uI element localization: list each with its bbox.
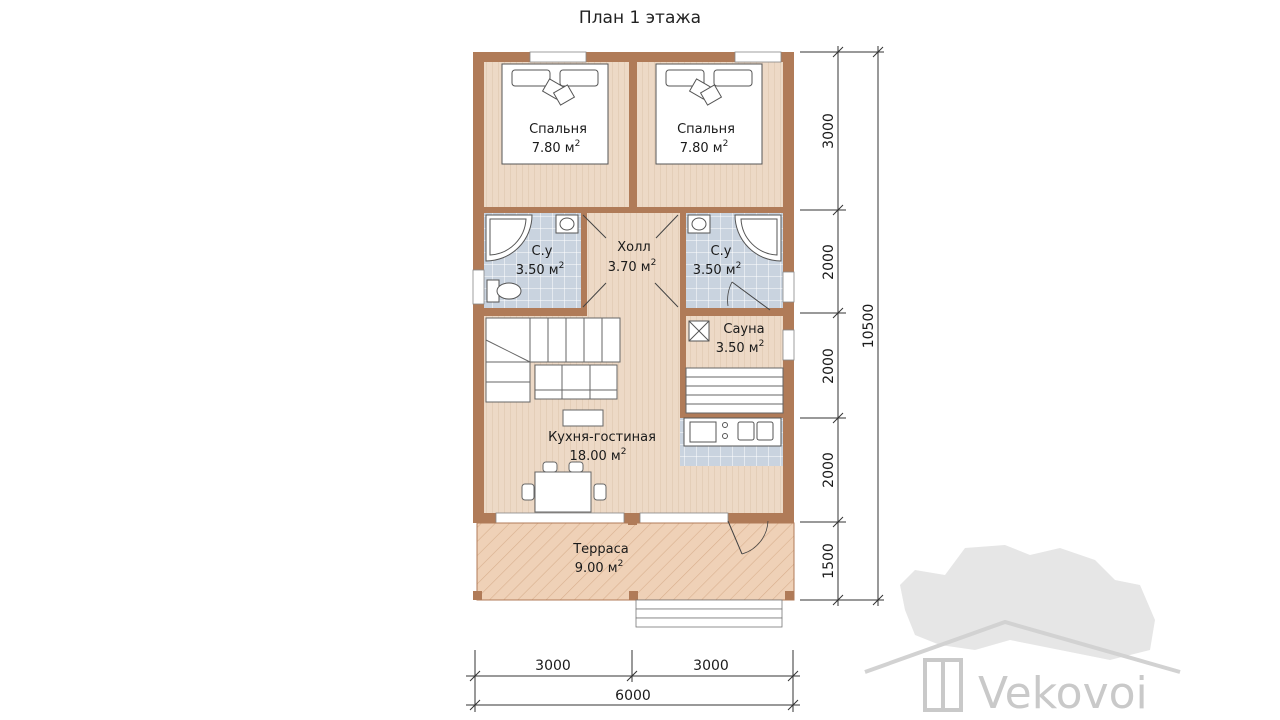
svg-text:Спальня: Спальня [677,122,735,137]
tv-stand [562,409,604,427]
dim-htotal: 6000 [615,688,651,704]
svg-text:7.80 м2: 7.80 м2 [532,139,581,156]
svg-text:3.70 м2: 3.70 м2 [608,258,657,275]
sauna-fixtures [685,320,784,414]
bed-2 [655,63,763,165]
room-label-kitchen: Кухня-гостиная 18.00 м2 [548,430,656,464]
staircase [485,317,621,403]
window [782,329,795,361]
svg-text:9.00 м2: 9.00 м2 [575,559,624,576]
window [495,512,625,524]
plan-title: План 1 этажа [578,8,702,28]
svg-text:3.50 м2: 3.50 м2 [516,261,565,278]
svg-text:С.у: С.у [532,244,553,259]
horizontal-dimensions [466,650,800,712]
sofa [534,364,618,400]
dim-v5: 1500 [821,543,837,579]
window [529,51,587,63]
dim-v3: 2000 [821,348,837,384]
entrance-door [727,520,769,555]
bed-1 [501,63,609,165]
window [639,512,729,524]
window [472,269,485,305]
room-label-bedroom-1: Спальня 7.80 м2 [529,122,587,156]
room-label-terrace: Терраса 9.00 м2 [572,542,629,576]
room-label-bedroom-2: Спальня 7.80 м2 [677,122,735,156]
svg-text:Холл: Холл [617,240,650,255]
svg-text:3.50 м2: 3.50 м2 [693,261,742,278]
room-label-hall: Холл 3.70 м2 [608,240,657,275]
svg-text:18.00 м2: 18.00 м2 [570,447,627,464]
dim-v1: 3000 [821,113,837,149]
logo-watermark: Vekovoi [864,545,1181,719]
bathroom-1-fixtures [485,214,579,303]
room-label-bathroom-1: С.у 3.50 м2 [516,244,565,278]
dining-table [521,461,607,513]
window [782,271,795,303]
svg-text:7.80 м2: 7.80 м2 [680,139,729,156]
svg-text:Спальня: Спальня [529,122,587,137]
kitchen-counter [683,417,782,447]
svg-text:Терраса: Терраса [572,542,629,557]
dim-v4: 2000 [821,452,837,488]
dim-h1: 3000 [535,658,571,674]
hall-doors [582,214,771,311]
bathroom-2-fixtures [687,214,782,262]
svg-text:3.50 м2: 3.50 м2 [716,339,765,356]
svg-text:С.у: С.у [711,244,732,259]
window [734,51,782,63]
vertical-dimensions [800,46,884,606]
dim-h2: 3000 [693,658,729,674]
terrace-floor [476,522,795,601]
svg-text:Кухня-гостиная: Кухня-гостиная [548,430,656,445]
svg-text:Сауна: Сауна [723,322,764,337]
room-label-bathroom-2: С.у 3.50 м2 [693,244,742,278]
room-label-sauna: Сауна 3.50 м2 [716,322,765,356]
terrace-steps [635,599,783,628]
dim-v2: 2000 [821,244,837,280]
logo-text: Vekovoi [978,668,1148,719]
dim-vtotal: 10500 [861,304,877,349]
